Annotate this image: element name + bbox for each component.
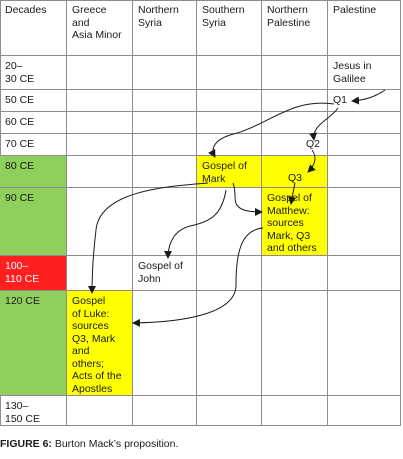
empty-cell — [67, 112, 133, 134]
empty-cell — [67, 256, 133, 291]
decade-130-150: 130– 150 CE — [0, 396, 67, 426]
empty-cell — [328, 188, 401, 256]
empty-cell — [133, 56, 197, 90]
arrow-mark-to-john — [164, 189, 227, 259]
caption-label: FIGURE 6: — [0, 438, 52, 450]
q3-cell: Q3 — [262, 156, 328, 188]
gospel-of-john: Gospel of John — [133, 256, 197, 291]
decade-120: 120 CE — [0, 291, 67, 396]
empty-cell — [67, 134, 133, 156]
gospel-of-luke: Gospel of Luke: sources Q3, Mark and oth… — [67, 291, 133, 396]
empty-cell — [262, 291, 328, 396]
header-southern-syria: Southern Syria — [197, 0, 262, 56]
arrow-mark-to-matthew — [232, 182, 263, 216]
empty-cell — [262, 56, 328, 90]
empty-cell — [197, 56, 262, 90]
figure-caption: FIGURE 6: Burton Mack’s proposition. — [0, 438, 178, 450]
decade-100-110: 100– 110 CE — [0, 256, 67, 291]
empty-cell — [197, 256, 262, 291]
decade-20-30: 20– 30 CE — [0, 56, 67, 90]
empty-cell — [197, 188, 262, 256]
empty-cell — [328, 134, 401, 156]
empty-cell — [133, 134, 197, 156]
decade-50: 50 CE — [0, 90, 67, 112]
empty-cell — [262, 256, 328, 291]
header-greece-asia-minor: Greece and Asia Minor — [67, 0, 133, 56]
q3-label: Q3 — [288, 172, 303, 184]
empty-cell — [67, 56, 133, 90]
q2-cell: Q2 — [262, 134, 328, 156]
empty-cell — [67, 156, 133, 188]
arrow-q3-to-matthew — [288, 182, 297, 205]
arrow-matthew-to-luke — [132, 227, 264, 327]
jesus-in-galilee: Jesus in Galilee — [328, 56, 401, 90]
arrow-q1-to-mark — [208, 102, 335, 158]
header-decades: Decades — [0, 0, 67, 56]
q2-label: Q2 — [306, 138, 321, 150]
empty-cell — [197, 90, 262, 112]
header-palestine: Palestine — [328, 0, 401, 56]
gospel-of-matthew: Gospel of Matthew: sources Mark, Q3 and … — [262, 188, 328, 256]
arrow-q2-to-q3 — [307, 149, 316, 173]
empty-cell — [328, 396, 401, 426]
empty-cell — [262, 396, 328, 426]
header-northern-syria: Northern Syria — [133, 0, 197, 56]
empty-cell — [262, 112, 328, 134]
empty-cell — [197, 134, 262, 156]
caption-text: Burton Mack’s proposition. — [51, 438, 179, 450]
header-northern-palestine: Northern Palestine — [262, 0, 328, 56]
empty-cell — [328, 256, 401, 291]
empty-cell — [328, 291, 401, 396]
gospel-of-mark: Gospel of Mark — [197, 156, 262, 188]
empty-cell — [133, 396, 197, 426]
decade-80: 80 CE — [0, 156, 67, 188]
decade-70: 70 CE — [0, 134, 67, 156]
decade-60: 60 CE — [0, 112, 67, 134]
decade-90: 90 CE — [0, 188, 67, 256]
empty-cell — [67, 188, 133, 256]
empty-cell — [67, 90, 133, 112]
empty-cell — [133, 291, 197, 396]
q1-cell: Q1 — [328, 90, 401, 112]
empty-cell — [328, 112, 401, 134]
arrow-jesus-to-q1 — [351, 89, 386, 105]
empty-cell — [133, 112, 197, 134]
arrow-mark-to-luke — [88, 182, 209, 294]
empty-cell — [133, 90, 197, 112]
empty-cell — [197, 396, 262, 426]
empty-cell — [67, 396, 133, 426]
empty-cell — [262, 90, 328, 112]
empty-cell — [328, 156, 401, 188]
q1-label: Q1 — [333, 94, 348, 106]
arrow-q1-to-q2 — [309, 107, 339, 141]
empty-cell — [197, 291, 262, 396]
